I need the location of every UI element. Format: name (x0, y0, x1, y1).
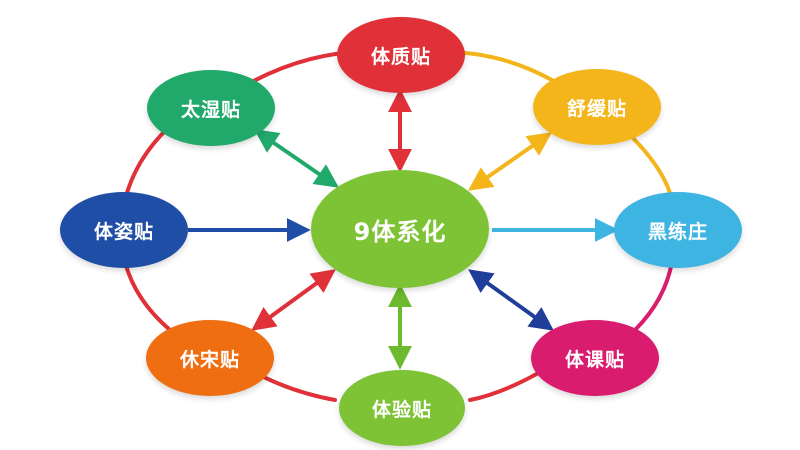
ring-arc-left-lower (123, 260, 172, 332)
node-right: 黑练庄 (614, 192, 742, 268)
connector-bottom-left (251, 269, 336, 331)
node-top-label: 体质贴 (370, 45, 431, 68)
node-top-left: 太湿贴 (147, 70, 275, 146)
node-top-left-label: 太湿贴 (180, 98, 241, 121)
node-top-right-label: 舒缓贴 (566, 97, 627, 120)
node-right-label: 黑练庄 (647, 220, 708, 243)
connector-top-left (254, 129, 339, 188)
node-left: 体姿贴 (60, 192, 188, 268)
node-bottom-label: 体验贴 (371, 398, 432, 421)
node-top-right: 舒缓贴 (533, 69, 661, 145)
ring-arc-left-upper (123, 126, 170, 202)
node-bottom-left-label: 休宋贴 (179, 348, 240, 371)
node-bottom-left: 休宋贴 (146, 320, 274, 396)
node-bottom-right: 体课贴 (531, 320, 659, 396)
center-node: 9体系化 (311, 170, 489, 288)
connector-bottom-right (468, 269, 554, 331)
ring-arc-right-upper (628, 133, 674, 202)
node-bottom-right-label: 体课贴 (564, 348, 625, 371)
node-bottom: 体验贴 (339, 370, 465, 446)
center-node-label: 9体系化 (353, 217, 447, 246)
ring-arc-right-lower (633, 260, 674, 332)
node-left-label: 体姿贴 (93, 220, 154, 243)
connector-top-right (468, 132, 552, 191)
node-top: 体质贴 (337, 17, 465, 93)
